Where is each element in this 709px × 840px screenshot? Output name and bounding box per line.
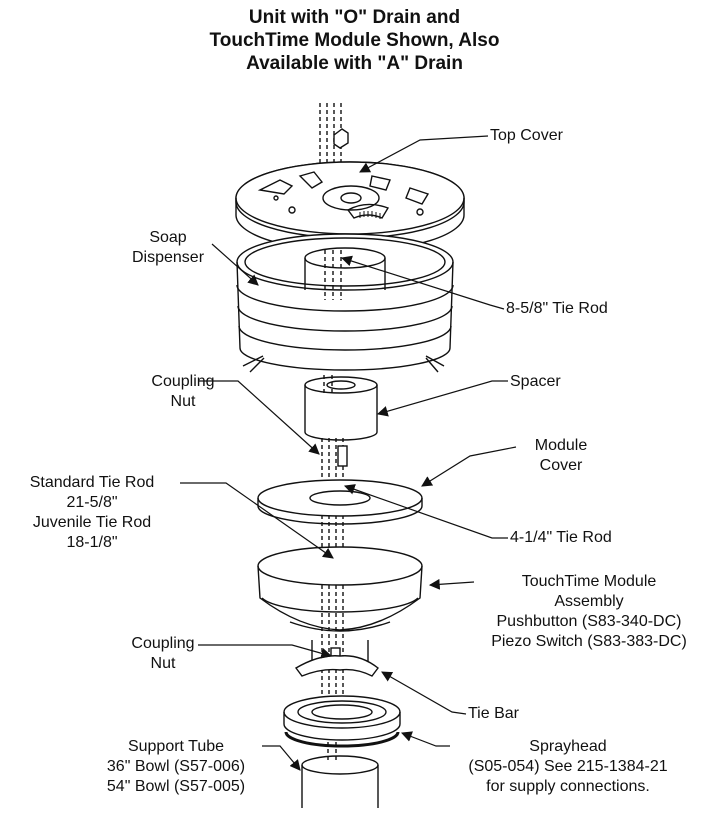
label-soap-dispenser-line2: Dispenser xyxy=(131,249,205,266)
leader-module-cover xyxy=(421,446,517,487)
label-coupling-nut-lower: Coupling Nut xyxy=(108,634,218,674)
label-coupling-nut-upper-line1: Coupling xyxy=(151,373,215,390)
label-support-tube: Support Tube 36" Bowl (S57-006) 54" Bowl… xyxy=(88,737,264,797)
leader-tie-rod-8 xyxy=(340,255,505,310)
spacer-part xyxy=(304,375,378,441)
title-line-3: Available with "A" Drain xyxy=(246,53,463,74)
leader-lines xyxy=(180,135,517,771)
label-sprayhead-line1: Sprayhead xyxy=(529,738,607,755)
touchtime-module-part xyxy=(257,546,423,664)
soap-dispenser-part xyxy=(236,233,454,373)
label-soap-dispenser: Soap Dispenser xyxy=(108,228,228,268)
leader-sprayhead xyxy=(400,731,450,747)
title-line-1: Unit with "O" Drain and xyxy=(248,7,461,28)
sprayhead-part xyxy=(283,695,401,748)
leader-support-tube xyxy=(262,745,301,771)
leader-spacer xyxy=(376,380,508,417)
label-tie-rod-standard-line4: 18-1/8" xyxy=(66,534,118,551)
label-sprayhead-line3: for supply connections. xyxy=(486,778,650,795)
label-tie-bar: Tie Bar xyxy=(468,705,519,722)
label-coupling-nut-lower-line1: Coupling xyxy=(131,635,195,652)
label-tie-rod-standard-line3: Juvenile Tie Rod xyxy=(32,514,152,531)
leader-soap-dispenser xyxy=(211,243,259,286)
label-tie-rod-standard-line1: Standard Tie Rod xyxy=(29,474,155,491)
label-support-tube-line3: 54" Bowl (S57-005) xyxy=(106,778,246,795)
leader-touchtime xyxy=(428,578,475,590)
leader-top-cover xyxy=(359,135,489,173)
label-sprayhead: Sprayhead (S05-054) See 215-1384-21 for … xyxy=(428,737,708,797)
label-module-cover: Module Cover xyxy=(496,436,626,476)
label-module-cover-line1: Module xyxy=(534,437,588,454)
label-tie-rod-standard: Standard Tie Rod 21-5/8" Juvenile Tie Ro… xyxy=(2,473,182,553)
diagram-title: Unit with "O" Drain and TouchTime Module… xyxy=(0,6,709,75)
label-coupling-nut-upper-line2: Nut xyxy=(170,393,196,410)
label-touchtime-module-line1: TouchTime Module xyxy=(521,573,657,590)
label-spacer: Spacer xyxy=(510,373,561,390)
label-soap-dispenser-line1: Soap xyxy=(149,229,187,246)
tie-bar-part xyxy=(294,647,379,677)
label-top-cover: Top Cover xyxy=(490,127,563,144)
label-support-tube-line2: 36" Bowl (S57-006) xyxy=(106,758,246,775)
leader-coupling-nut-lower xyxy=(198,644,333,659)
label-support-tube-line1: Support Tube xyxy=(127,738,225,755)
module-cover-part xyxy=(257,479,423,525)
title-line-2: TouchTime Module Shown, Also xyxy=(209,30,500,51)
label-tie-rod-standard-line2: 21-5/8" xyxy=(66,494,118,511)
leader-tie-rod-std xyxy=(180,482,334,559)
label-tie-rod-4: 4-1/4" Tie Rod xyxy=(510,529,612,546)
label-module-cover-line2: Cover xyxy=(539,457,583,474)
leader-tie-bar xyxy=(381,671,467,715)
label-sprayhead-line2: (S05-054) See 215-1384-21 xyxy=(468,758,668,775)
label-touchtime-module-line4: Piezo Switch (S83-383-DC) xyxy=(491,633,687,650)
label-tie-rod-8: 8-5/8" Tie Rod xyxy=(506,300,608,317)
top-cover-part xyxy=(235,161,465,252)
label-touchtime-module: TouchTime Module Assembly Pushbutton (S8… xyxy=(470,572,708,652)
label-touchtime-module-line3: Pushbutton (S83-340-DC) xyxy=(496,613,682,630)
leader-coupling-nut-upper xyxy=(198,380,320,455)
leader-tie-rod-4 xyxy=(343,484,508,539)
label-coupling-nut-upper: Coupling Nut xyxy=(128,372,238,412)
support-tube-part xyxy=(301,742,379,808)
label-touchtime-module-line2: Assembly xyxy=(554,593,624,610)
label-coupling-nut-lower-line2: Nut xyxy=(150,655,176,672)
